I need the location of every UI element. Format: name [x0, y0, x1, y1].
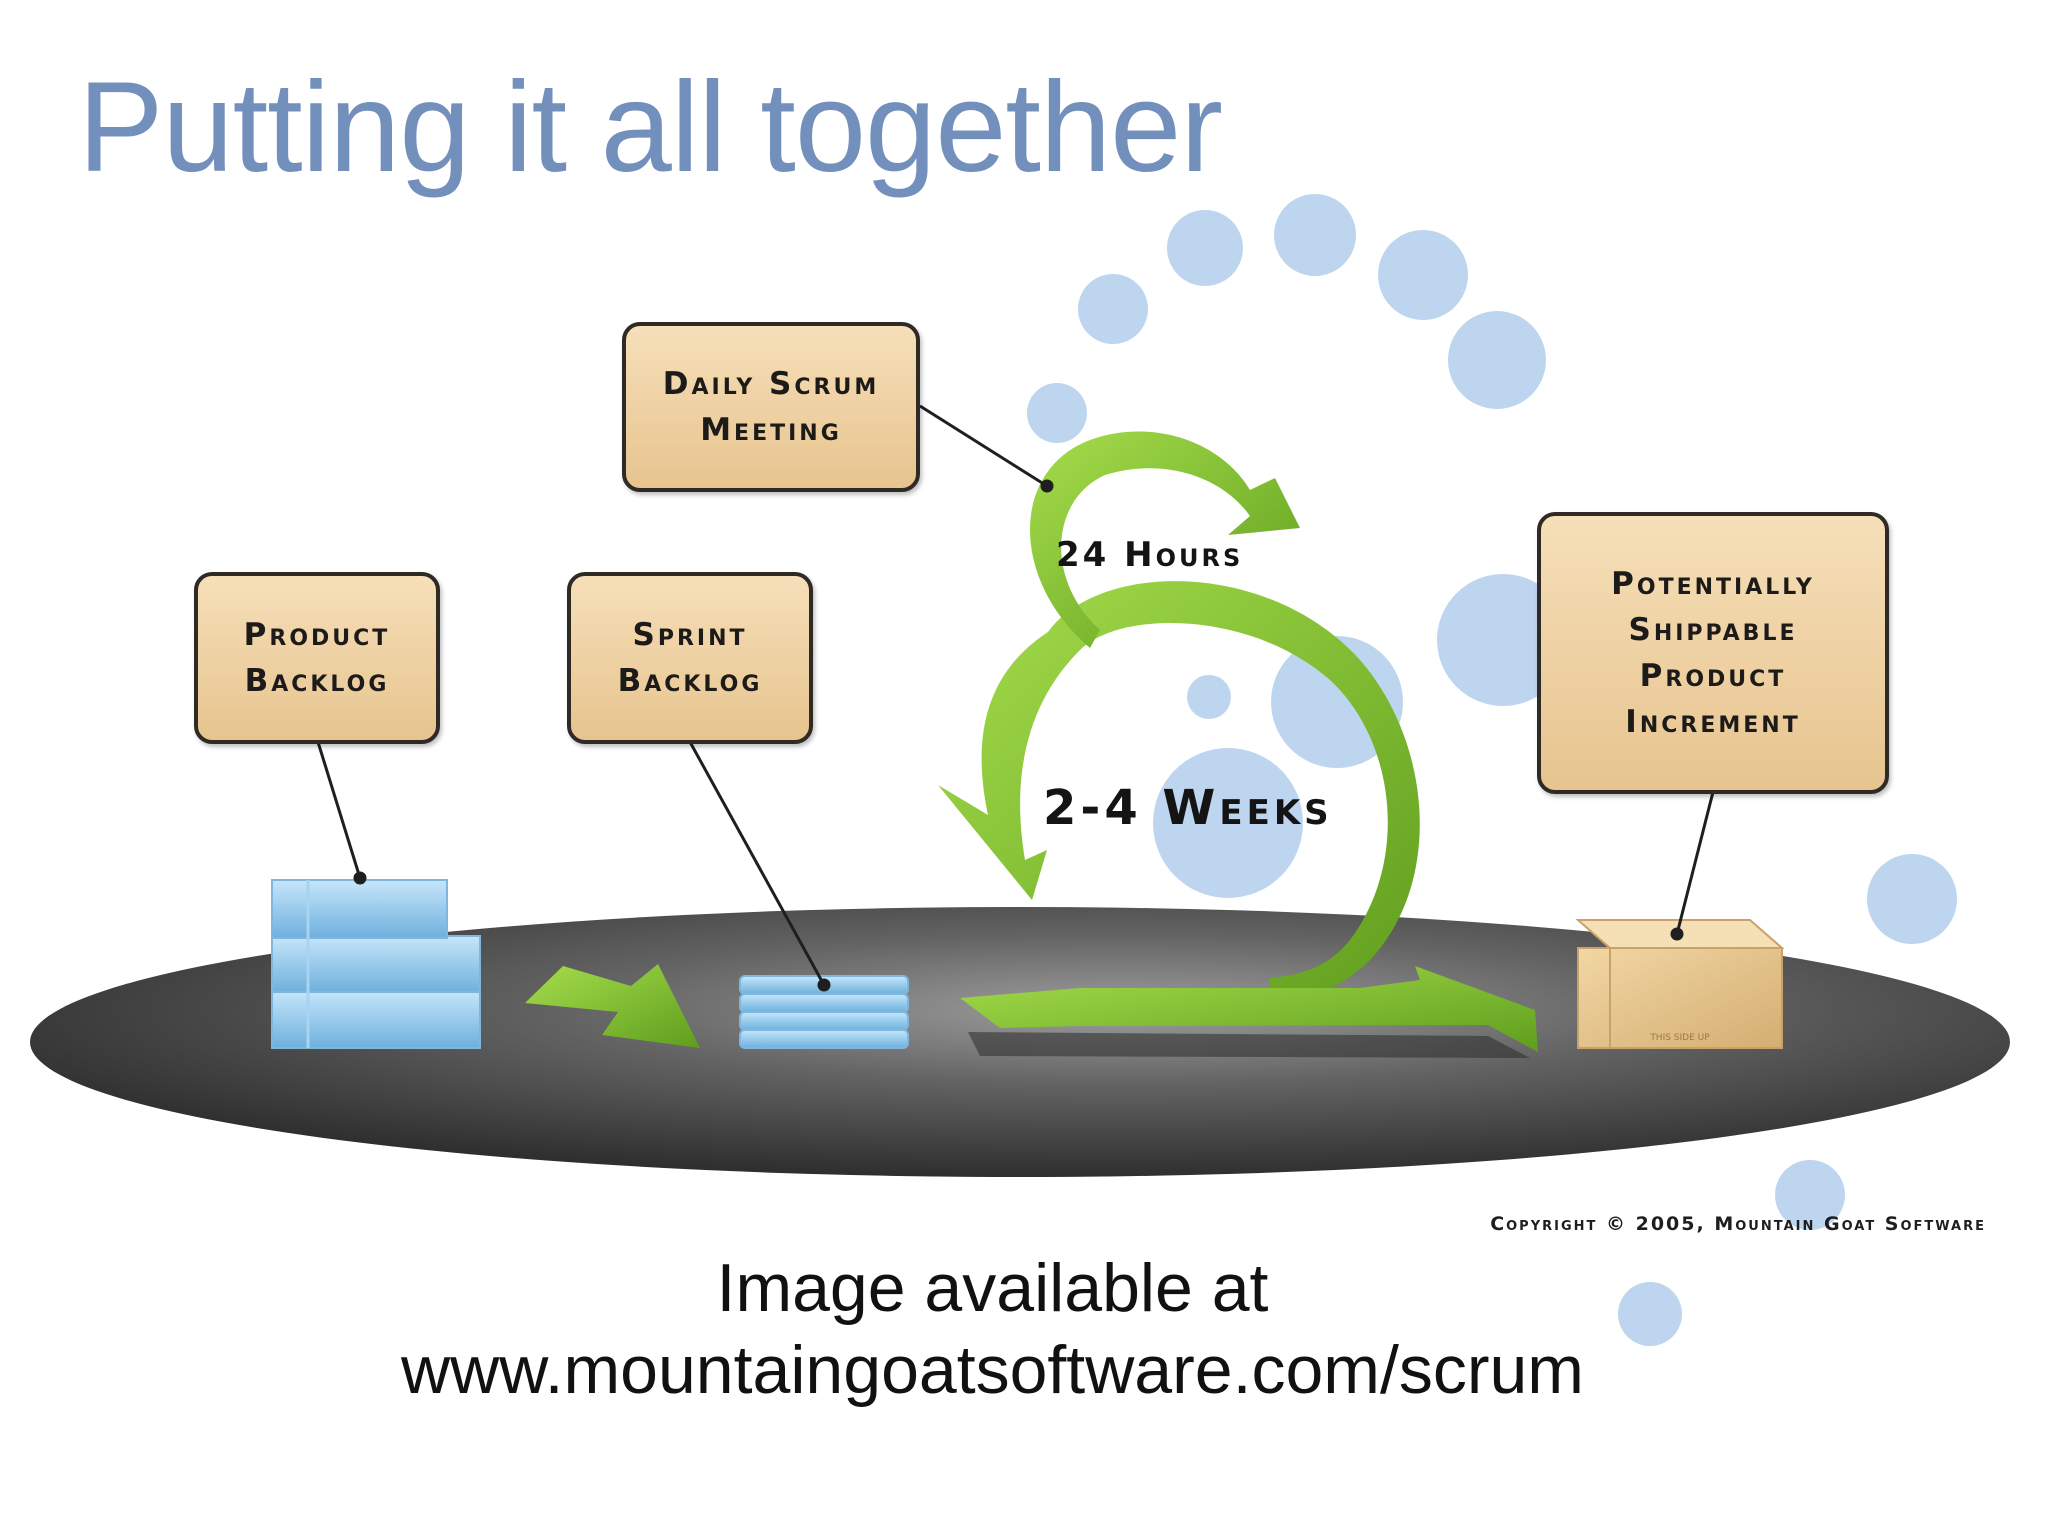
product-backlog-stack [271, 879, 481, 1049]
bubble [1437, 574, 1569, 706]
callout-text: Product [1639, 658, 1787, 694]
sprint-loop-arrow [938, 581, 1420, 1000]
bubble [1187, 675, 1231, 719]
bubble [1027, 383, 1087, 443]
callout-connectors [316, 404, 1715, 992]
bubble [1378, 230, 1468, 320]
increment-arrow [960, 966, 1538, 1052]
sprint-backlog-stack [739, 975, 909, 1049]
slide-title: Putting it all together [78, 56, 1223, 199]
increment-callout: Potentially Shippable Product Increment [1537, 512, 1889, 794]
bubble [1448, 311, 1546, 409]
daily-loop-label: 24 Hours [1056, 535, 1244, 575]
bubble [1078, 274, 1148, 344]
decorative-bubbles [1027, 194, 1957, 1346]
caption-line-1: Image available at [716, 1250, 1269, 1326]
sprint-backlog-callout: Sprint Backlog [567, 572, 813, 744]
callout-text: Potentially [1611, 566, 1815, 602]
box-label: THIS SIDE UP [1649, 1033, 1710, 1043]
sprint-loop-label: 2-4 Weeks [1043, 780, 1333, 836]
callout-text: Backlog [617, 663, 763, 699]
bubble [1274, 194, 1356, 276]
callout-text: Product [243, 617, 391, 653]
bubble [1618, 1282, 1682, 1346]
bubble [1775, 1160, 1845, 1230]
callout-text: Backlog [244, 663, 390, 699]
callout-text: Increment [1625, 704, 1801, 740]
caption-line-2: www.mountaingoatsoftware.com/scrum [401, 1332, 1584, 1408]
daily-loop-arrow [1030, 431, 1300, 648]
callout-text: Shippable [1628, 612, 1798, 648]
callout-text: Daily Scrum [662, 366, 880, 402]
callout-text: Meeting [700, 412, 842, 448]
copyright-notice: Copyright © 2005, Mountain Goat Software [1490, 1213, 1986, 1235]
flow-arrow-to-sprint [525, 964, 700, 1048]
bubble [1153, 748, 1303, 898]
callout-text: Sprint [632, 617, 748, 653]
bubble [1167, 210, 1243, 286]
product-backlog-callout: Product Backlog [194, 572, 440, 744]
daily-scrum-callout: Daily Scrum Meeting [622, 322, 920, 492]
bubble [1867, 854, 1957, 944]
